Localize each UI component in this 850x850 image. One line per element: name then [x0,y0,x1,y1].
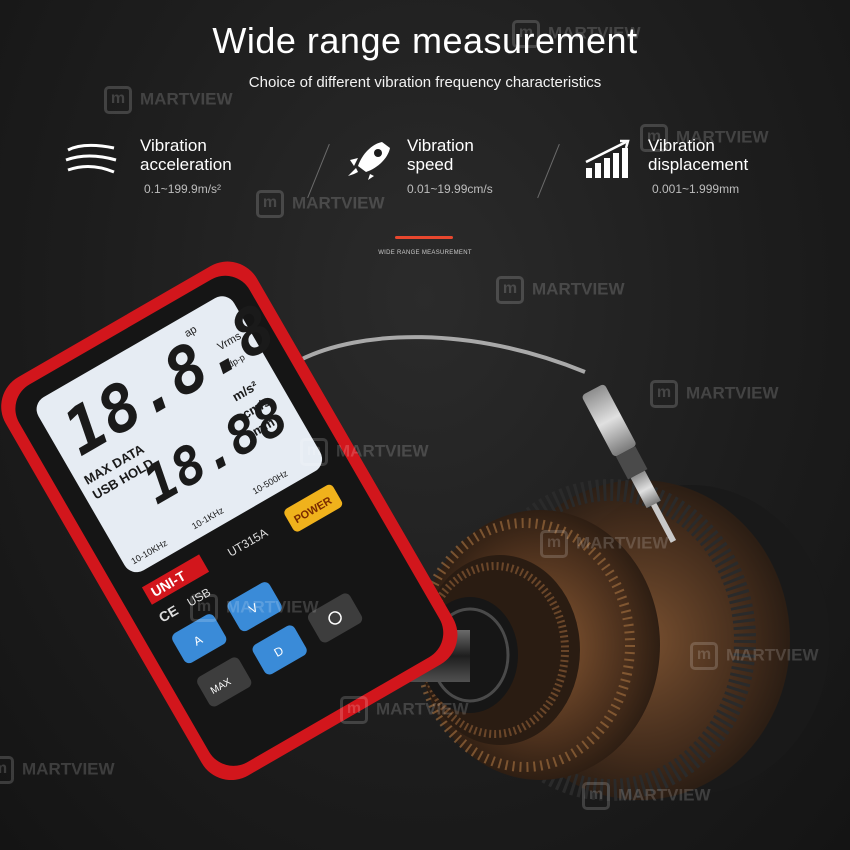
feature-range: 0.1~199.9m/s² [144,182,222,196]
rocket-icon [348,142,390,180]
accent-line [395,236,453,239]
vibration-meter: 18.8.8 18.88 MAX DATA USB HOLD 10-10KHz … [1,261,458,781]
rising-bars-icon [585,139,630,178]
feature-name: Vibration acceleration [140,136,232,174]
page-title: Wide range measurement [212,20,638,61]
page-subtitle: Choice of different vibration frequency … [248,74,602,91]
feature-range: 0.01~19.99cm/s [407,182,493,196]
section-caption: WIDE RANGE MEASUREMENT [378,250,472,256]
lcd-unit-ap: ap [182,323,199,340]
vibration-waves-icon [65,143,117,174]
vibration-probe [299,335,677,543]
feature-range: 0.001~1.999mm [652,182,740,196]
feature-name: Vibration speed [407,136,474,174]
backlight-icon [328,611,342,625]
